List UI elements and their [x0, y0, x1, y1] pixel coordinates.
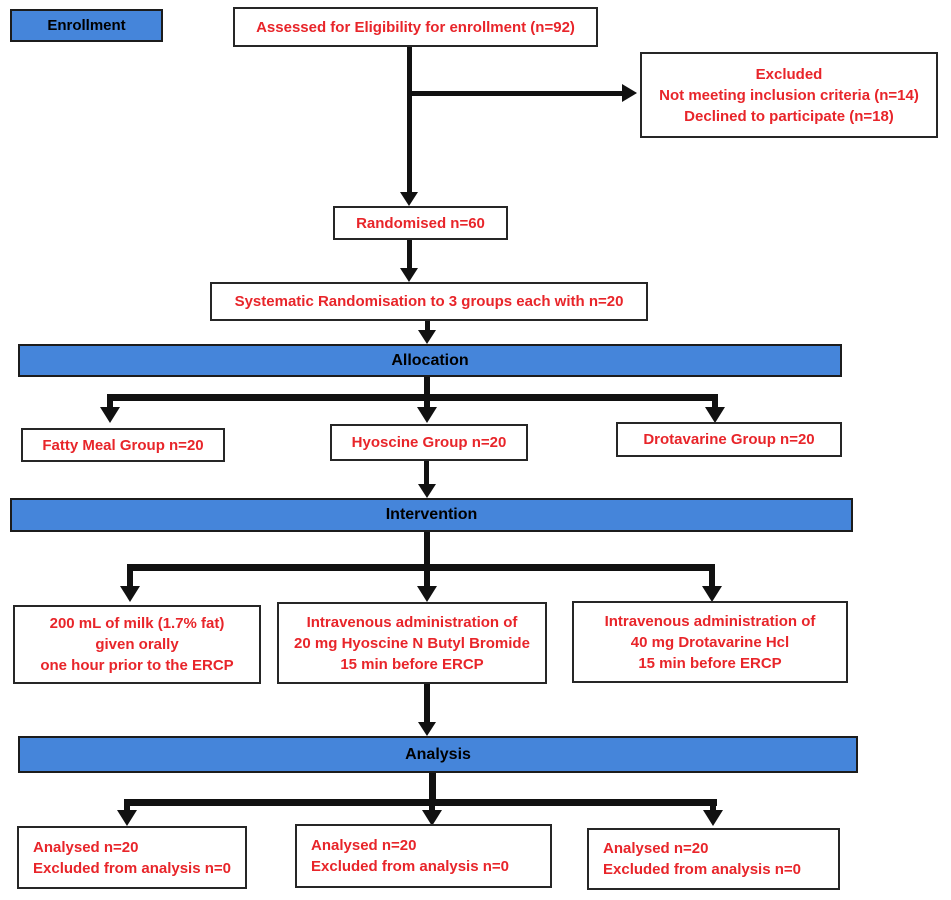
analysis-branch-right-stub — [710, 806, 716, 812]
connector-to-excluded — [407, 91, 623, 96]
enrollment-stage-text: Enrollment — [47, 17, 126, 34]
analysis-box-hyoscine: Analysed n=20 Excluded from analysis n=0 — [295, 824, 552, 888]
arrowhead-to-allocation-icon — [418, 330, 436, 344]
connector-systematic-to-allocation — [425, 321, 430, 332]
connector-randomised-to-systematic — [407, 240, 412, 268]
systematic-randomisation-box: Systematic Randomisation to 3 groups eac… — [210, 282, 648, 321]
enrollment-stage-label: Enrollment — [10, 9, 163, 42]
excluded-box: Excluded Not meeting inclusion criteria … — [640, 52, 938, 138]
arrowhead-to-hyoscine-icon — [417, 407, 437, 423]
group-drotavarine-text: Drotavarine Group n=20 — [643, 431, 815, 448]
excluded-declined-line: Declined to participate (n=18) — [684, 107, 894, 125]
analysed-1-line2: Excluded from analysis n=0 — [33, 859, 231, 877]
analysed-3-line2: Excluded from analysis n=0 — [603, 861, 801, 878]
group-box-hyoscine: Hyoscine Group n=20 — [330, 424, 528, 461]
analysis-branch-left-stub — [124, 806, 130, 812]
allocation-branch-mid-stub — [424, 401, 430, 409]
arrowhead-to-hyoscine-box-icon — [417, 586, 437, 602]
assessed-eligibility-box: Assessed for Eligibility for enrollment … — [233, 7, 598, 47]
analysis-box-fatty-meal: Analysed n=20 Excluded from analysis n=0 — [17, 826, 247, 889]
excluded-criteria-line: Not meeting inclusion criteria (n=14) — [659, 86, 919, 104]
arrowhead-to-excluded-icon — [622, 84, 637, 102]
intervention-branch-left-stub — [127, 571, 133, 587]
arrowhead-to-drotavarine-icon — [705, 407, 725, 423]
intervention-branch-mid-stub — [424, 571, 430, 587]
arrowhead-to-analysed-1-icon — [117, 810, 137, 826]
analysis-branch-crossbar — [124, 799, 717, 806]
analysis-stage-text: Analysis — [405, 745, 471, 763]
allocation-branch-right-stub — [712, 401, 718, 409]
randomised-box: Randomised n=60 — [333, 206, 508, 240]
analysed-2-line1: Analysed n=20 — [311, 837, 417, 854]
allocation-branch-stem — [424, 377, 430, 396]
assessed-eligibility-text: Assessed for Eligibility for enrollment … — [256, 18, 575, 36]
intervention-stage-bar: Intervention — [10, 498, 853, 532]
group-box-fatty-meal: Fatty Meal Group n=20 — [21, 428, 225, 462]
allocation-branch-crossbar — [107, 394, 718, 401]
intervention-milk-line1: 200 mL of milk (1.7% fat) — [49, 615, 225, 632]
randomised-text: Randomised n=60 — [356, 214, 485, 232]
connector-intervention-to-analysis — [424, 684, 430, 722]
intervention-drotavarine-line2: 40 mg Drotavarine Hcl — [630, 633, 790, 651]
intervention-milk-line3: one hour prior to the ERCP — [40, 657, 234, 674]
intervention-box-hyoscine: Intravenous administration of 20 mg Hyos… — [277, 602, 547, 684]
arrowhead-to-analysed-2-icon — [422, 810, 442, 826]
arrowhead-to-systematic-icon — [400, 268, 418, 282]
analysis-box-drotavarine: Analysed n=20 Excluded from analysis n=0 — [587, 828, 840, 890]
arrowhead-to-analysis-icon — [418, 722, 436, 736]
intervention-hyoscine-line3: 15 min before ERCP — [340, 655, 484, 673]
intervention-drotavarine-line1: Intravenous administration of — [604, 612, 816, 630]
analysed-3-line1: Analysed n=20 — [603, 840, 709, 857]
arrowhead-to-intervention-icon — [418, 484, 436, 498]
intervention-hyoscine-line1: Intravenous administration of — [306, 613, 518, 631]
allocation-stage-text: Allocation — [391, 351, 469, 369]
analysis-stage-bar: Analysis — [18, 736, 858, 773]
arrowhead-to-drotavarine-box-icon — [702, 586, 722, 602]
intervention-branch-stem — [424, 532, 430, 566]
arrowhead-to-randomised-icon — [400, 192, 418, 206]
allocation-stage-bar: Allocation — [18, 344, 842, 377]
intervention-stage-text: Intervention — [385, 506, 478, 523]
analysis-branch-stem — [429, 773, 436, 801]
intervention-milk-line2: given orally — [95, 636, 179, 653]
group-fatty-meal-text: Fatty Meal Group n=20 — [42, 436, 204, 454]
intervention-drotavarine-line3: 15 min before ERCP — [638, 654, 782, 672]
intervention-box-drotavarine: Intravenous administration of 40 mg Drot… — [572, 601, 848, 683]
group-hyoscine-text: Hyoscine Group n=20 — [351, 434, 507, 451]
intervention-box-milk: 200 mL of milk (1.7% fat) given orally o… — [13, 605, 261, 684]
systematic-randomisation-text: Systematic Randomisation to 3 groups eac… — [234, 293, 624, 310]
intervention-branch-crossbar — [127, 564, 715, 571]
intervention-branch-right-stub — [709, 571, 715, 587]
allocation-branch-left-stub — [107, 401, 113, 409]
arrowhead-to-milk-box-icon — [120, 586, 140, 602]
connector-assessed-to-randomised — [407, 47, 412, 192]
analysed-2-line2: Excluded from analysis n=0 — [311, 858, 509, 875]
arrowhead-to-fatty-meal-icon — [100, 407, 120, 423]
arrowhead-to-analysed-3-icon — [703, 810, 723, 826]
connector-group-to-intervention — [424, 461, 429, 485]
intervention-hyoscine-line2: 20 mg Hyoscine N Butyl Bromide — [294, 634, 530, 652]
analysed-1-line1: Analysed n=20 — [33, 838, 139, 856]
analysis-branch-mid-stub — [429, 806, 435, 812]
group-box-drotavarine: Drotavarine Group n=20 — [616, 422, 842, 457]
excluded-title: Excluded — [755, 65, 823, 83]
